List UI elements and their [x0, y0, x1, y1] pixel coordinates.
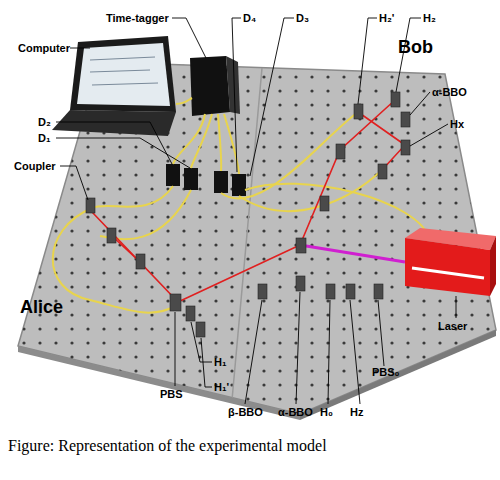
leader-line — [410, 124, 448, 146]
component-label: PBS — [160, 388, 183, 400]
detector-label: D₁ — [38, 132, 51, 144]
leader-line — [328, 300, 330, 404]
optical-mount — [374, 284, 383, 299]
leader-line — [250, 18, 294, 176]
time-tagger-box — [190, 56, 230, 116]
optical-mount — [107, 228, 116, 243]
leader-line — [378, 300, 384, 366]
optical-mount — [186, 306, 195, 321]
leader-line — [296, 292, 300, 404]
optical-mount — [320, 196, 329, 211]
screen-line — [90, 70, 150, 72]
leader-line — [232, 18, 241, 172]
leader-line — [245, 300, 262, 404]
part-label: Computer — [18, 42, 70, 54]
table-edge — [18, 346, 300, 420]
fiber — [53, 186, 178, 313]
part-label: Time-tagger — [106, 12, 169, 24]
photon-beam — [358, 112, 405, 170]
component-label: H₁' — [214, 381, 229, 393]
optical-mount — [258, 284, 267, 299]
optical-mount — [401, 140, 410, 155]
detector — [232, 174, 246, 196]
detector-label: D₃ — [296, 12, 309, 24]
leader-line — [70, 48, 90, 49]
component-label: Hx — [450, 118, 464, 130]
detector — [184, 168, 198, 190]
laptop-screen — [70, 36, 176, 112]
laptop-display — [77, 43, 170, 106]
optical-mount — [296, 276, 305, 291]
table-seam — [232, 68, 262, 400]
part-label: Coupler — [14, 160, 56, 172]
component-label: H₂ — [423, 12, 436, 24]
optical-mount — [196, 322, 205, 337]
leader-line — [201, 338, 212, 387]
laptop-base — [52, 110, 176, 136]
laser-body — [405, 238, 490, 296]
time-tagger-side — [226, 56, 240, 114]
setup-illustration — [0, 0, 500, 430]
detector-label: D₂ — [38, 116, 51, 128]
screen-line — [90, 57, 155, 60]
optical-mount — [336, 144, 345, 159]
optical-mount — [136, 254, 145, 269]
optical-mount — [170, 294, 181, 311]
leader-line — [56, 122, 172, 164]
optical-mount — [326, 284, 335, 299]
fiber — [239, 170, 382, 211]
optical-mount — [296, 238, 306, 253]
leader-line — [350, 300, 360, 404]
optical-mount — [86, 198, 95, 213]
leader-line — [456, 296, 457, 318]
component-label: β-BBO — [228, 406, 263, 418]
leader-line — [60, 166, 88, 200]
detector — [166, 164, 180, 186]
photon-beam — [300, 100, 395, 245]
screen-line — [92, 83, 158, 85]
component-label: Hz — [350, 406, 363, 418]
component-label: H₀ — [320, 406, 333, 418]
station-name: Bob — [398, 38, 433, 58]
laser-stripe — [412, 268, 484, 278]
component-label: α-BBO — [432, 86, 467, 98]
part-label: Laser — [438, 320, 467, 332]
component-label: PBS₀ — [372, 366, 400, 378]
fiber — [221, 112, 358, 198]
detector — [214, 171, 228, 193]
optical-mount — [346, 284, 355, 299]
figure-caption: Figure: Representation of the experiment… — [8, 436, 327, 455]
photon-beam — [92, 212, 300, 302]
component-label: H₂' — [379, 12, 394, 24]
detector-label: D₄ — [243, 12, 256, 24]
optical-mount — [354, 104, 363, 119]
leader-line — [56, 138, 190, 168]
fiber — [245, 184, 430, 240]
station-name: Alice — [20, 298, 63, 318]
optical-mount — [378, 164, 387, 179]
component-label: H₁ — [214, 356, 227, 368]
pump-beam — [300, 245, 405, 262]
leader-line — [172, 18, 206, 58]
component-label: α-BBO — [278, 406, 313, 418]
optical-mount — [391, 92, 400, 107]
leader-line — [410, 92, 430, 115]
cable — [173, 114, 239, 174]
optical-mount — [401, 112, 410, 127]
laser-side — [490, 236, 496, 296]
cable — [176, 98, 192, 104]
leader-line — [358, 18, 377, 104]
leader-line — [175, 312, 176, 386]
